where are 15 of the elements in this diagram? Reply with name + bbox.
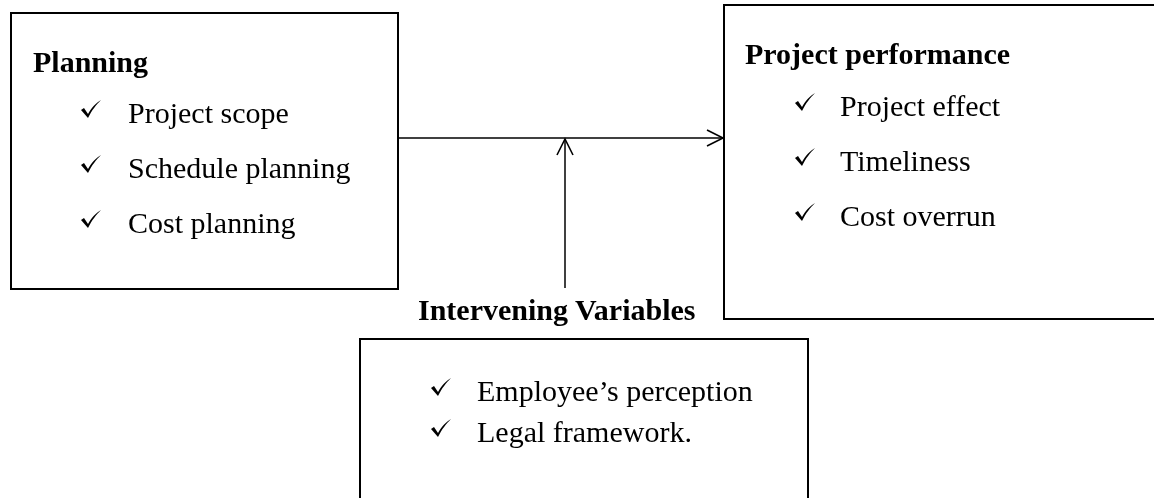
- list-item: Project effect: [840, 88, 1001, 122]
- list-item: Cost planning: [128, 205, 296, 239]
- list-item: Legal framework.: [477, 414, 692, 448]
- list-item: Employee’s perception: [477, 373, 753, 407]
- checklist-box: [10, 12, 399, 290]
- list-item: Cost overrun: [840, 198, 996, 232]
- list-item: Project scope: [128, 95, 289, 129]
- arrow: [556, 138, 574, 289]
- heading: Intervening Variables: [418, 292, 696, 326]
- list-item: Schedule planning: [128, 150, 351, 184]
- list-item: Timeliness: [840, 143, 971, 177]
- checklist-box: [723, 4, 1154, 320]
- heading: Planning: [33, 44, 149, 78]
- arrow: [398, 129, 724, 147]
- heading: Project performance: [745, 36, 1011, 70]
